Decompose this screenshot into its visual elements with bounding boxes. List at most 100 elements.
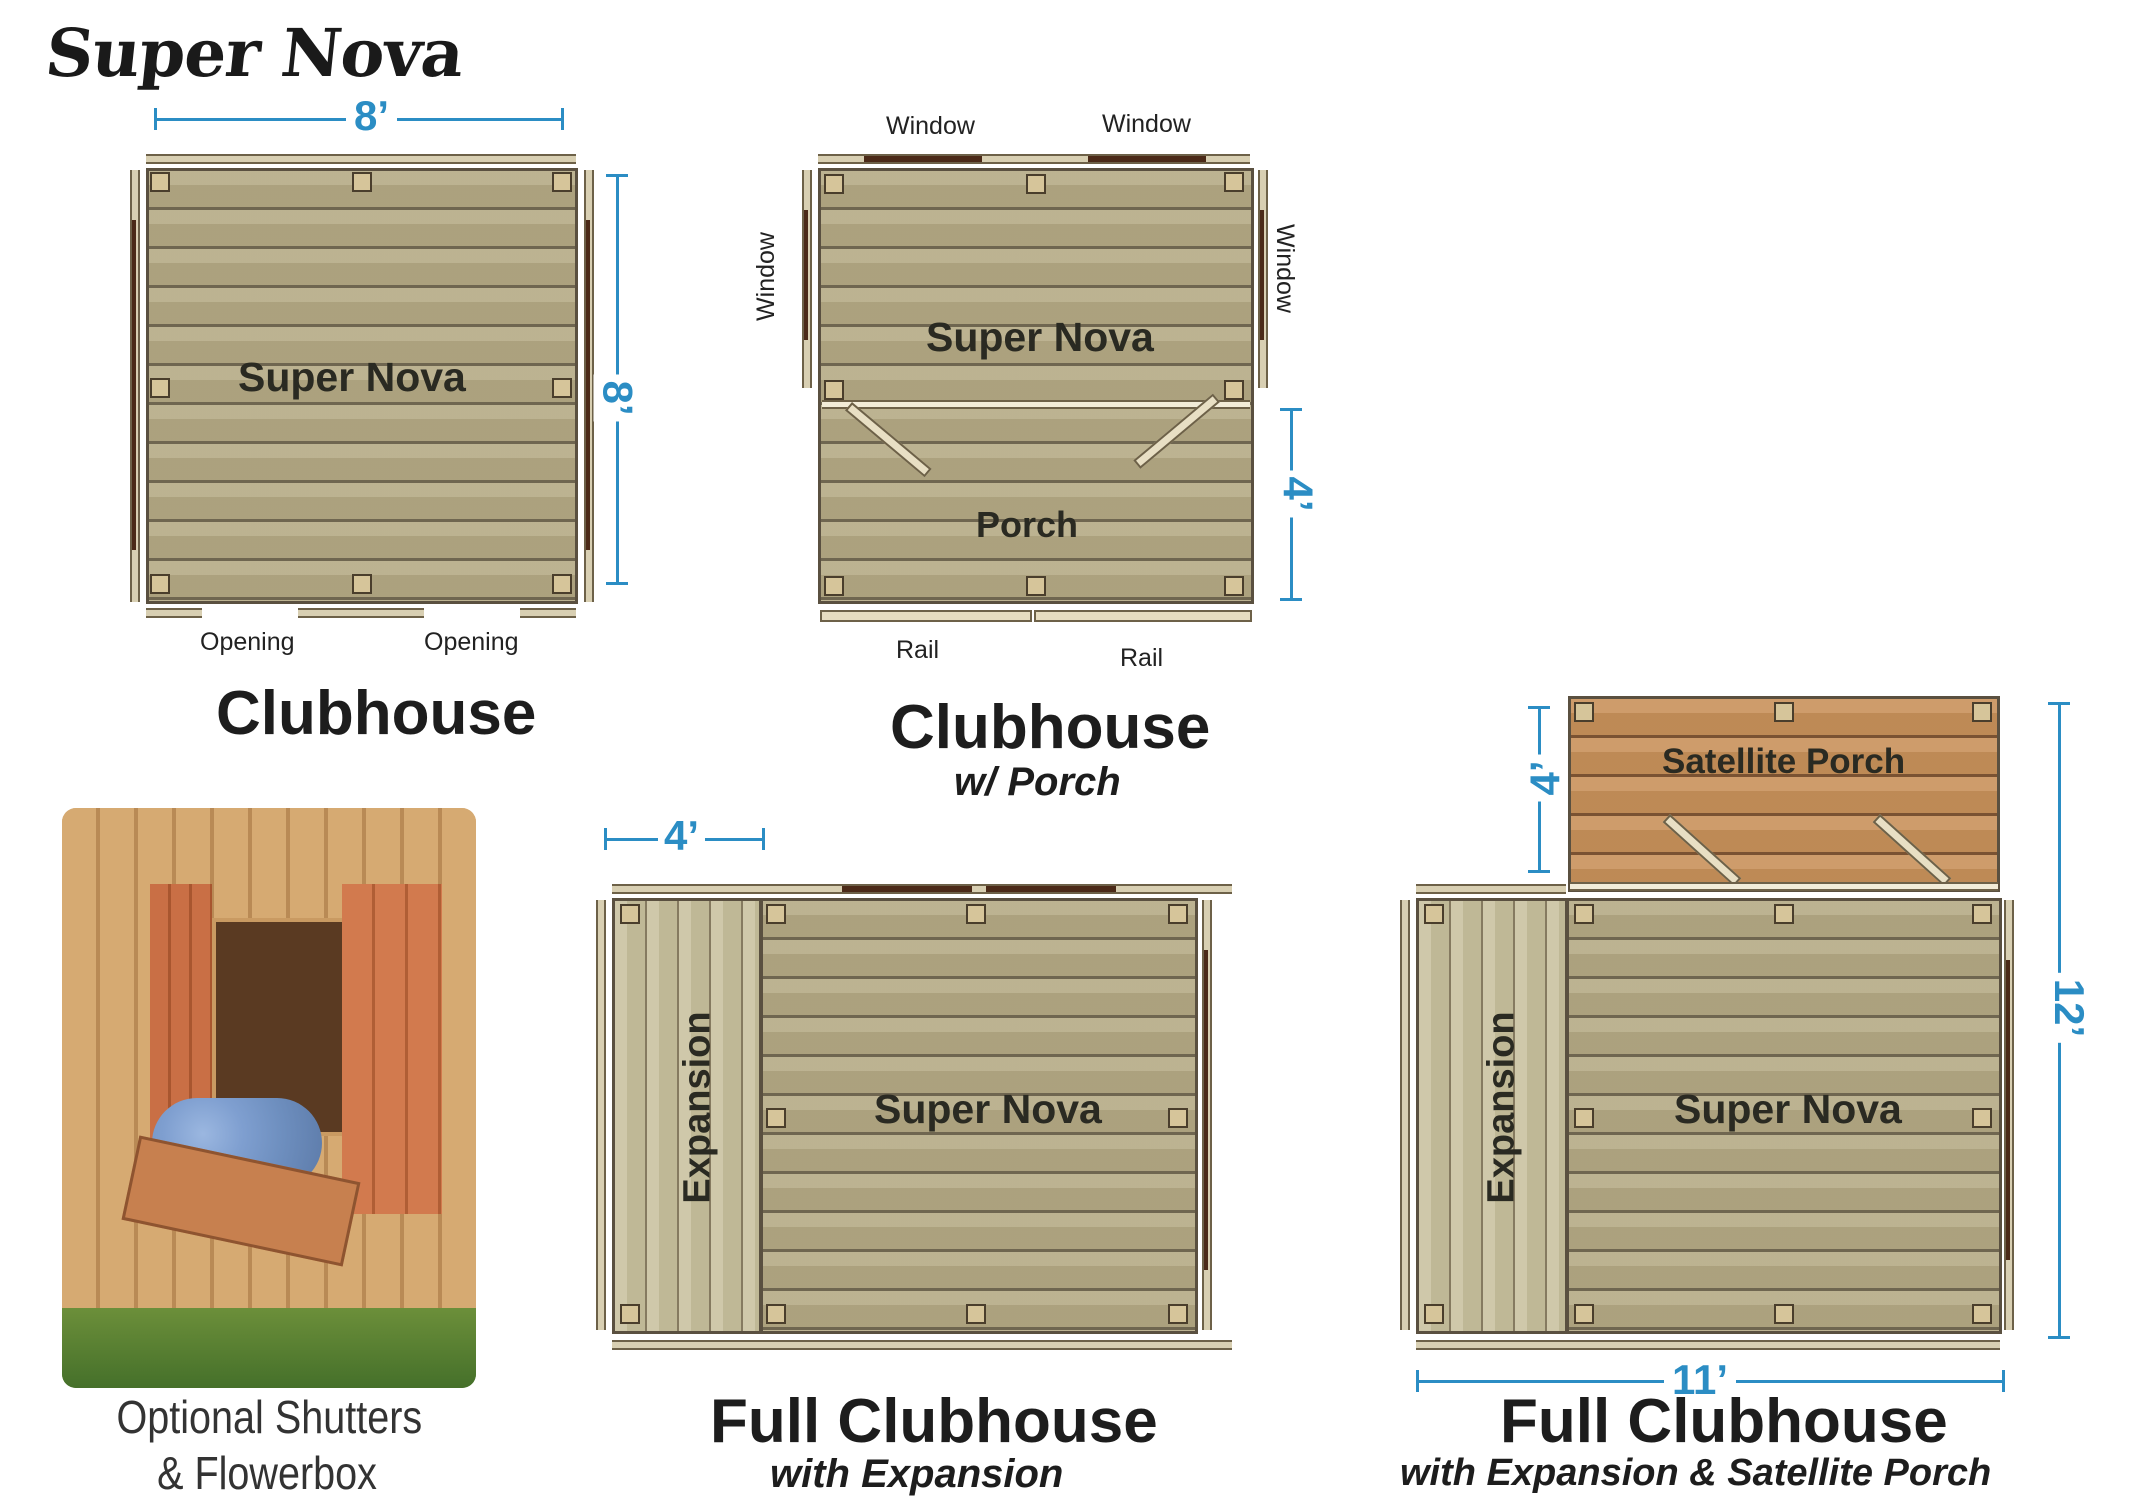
satellite-porch-label: Satellite Porch — [1662, 742, 1906, 781]
wall-left — [596, 900, 606, 1330]
dimension-tick — [606, 582, 628, 585]
dimension-tick — [2048, 702, 2070, 705]
post — [824, 174, 844, 194]
post — [352, 172, 372, 192]
post — [1774, 1304, 1794, 1324]
dimension-tick — [762, 828, 765, 850]
plan-full-expansion-satellite: 4’ Satellite Porch Expansion Super Nova … — [1380, 680, 2156, 1494]
dimension-porch-label: 4’ — [1521, 754, 1570, 802]
post — [1224, 380, 1244, 400]
window-right — [1204, 950, 1208, 1270]
dimension-tick — [561, 108, 564, 130]
window-top — [986, 886, 1116, 892]
opening-gap — [202, 608, 298, 618]
wall-bottom — [1416, 1340, 2000, 1350]
post — [1972, 1304, 1992, 1324]
dimension-tick — [606, 174, 628, 177]
post — [1574, 904, 1594, 924]
post — [1424, 904, 1444, 924]
deck-floor — [146, 168, 578, 604]
photo-caption-line1: Optional Shutters — [116, 1391, 423, 1443]
deck-floor — [760, 898, 1198, 1334]
post — [1574, 702, 1594, 722]
dimension-tick — [1528, 706, 1550, 709]
post — [966, 904, 986, 924]
dimension-tick — [2002, 1370, 2005, 1392]
window-label-right: Window — [1270, 224, 1299, 313]
post — [1026, 174, 1046, 194]
plan-clubhouse-porch: Window Window Window Window Window Super… — [700, 0, 1400, 820]
post — [1168, 904, 1188, 924]
dimension-tick — [2048, 1336, 2070, 1339]
post — [1424, 1304, 1444, 1324]
rail-label: Rail — [896, 636, 940, 664]
window-right — [586, 220, 590, 550]
photo-caption-line2: & Flowerbox — [157, 1447, 377, 1499]
post — [1026, 576, 1046, 596]
post — [1224, 576, 1244, 596]
plan-title: Clubhouse — [890, 693, 1211, 762]
plan-subtitle: with Expansion — [770, 1452, 1064, 1496]
post — [1168, 1108, 1188, 1128]
dimension-height-label: 8’ — [593, 374, 642, 422]
dimension-tick — [1280, 598, 1302, 601]
opening-label: Opening — [424, 628, 519, 656]
wall-top — [1416, 884, 1566, 894]
plan-label: Super Nova — [1674, 1086, 1902, 1132]
wall-top — [818, 154, 1250, 164]
plan-subtitle: w/ Porch — [954, 760, 1121, 804]
plan-label: Super Nova — [238, 354, 466, 400]
post — [1168, 1304, 1188, 1324]
window-label: Window — [1102, 110, 1191, 138]
plan-title: Full Clubhouse — [710, 1387, 1158, 1456]
porch-rail — [1034, 610, 1252, 622]
post — [1774, 904, 1794, 924]
wall-bottom — [146, 608, 576, 618]
plan-label: Super Nova — [874, 1086, 1102, 1132]
window-label: Window — [886, 112, 975, 140]
post — [966, 1304, 986, 1324]
post — [766, 1108, 786, 1128]
post — [620, 904, 640, 924]
rail-label: Rail — [1120, 644, 1164, 672]
post — [1574, 1108, 1594, 1128]
porch-divider — [1570, 882, 1998, 891]
wall-left — [1400, 900, 1410, 1330]
post — [620, 1304, 640, 1324]
shutter-right — [342, 884, 442, 1214]
dimension-tick — [1280, 408, 1302, 411]
deck-floor — [818, 168, 1254, 604]
plan-subtitle: with Expansion & Satellite Porch — [1400, 1452, 1992, 1494]
expansion-label: Expansion — [1480, 1011, 1523, 1204]
window-right — [1260, 210, 1264, 340]
post — [352, 574, 372, 594]
dimension-tick — [1528, 870, 1550, 873]
post — [1224, 172, 1244, 192]
dimension-expansion-label: 4’ — [658, 812, 706, 860]
plan-title: Clubhouse — [216, 679, 537, 748]
dimension-width-label: 11’ — [1664, 1356, 1737, 1404]
post — [552, 378, 572, 398]
post — [1972, 904, 1992, 924]
plan-full-expansion: 4’ Expansion Super Nova Full Clubhouse w… — [580, 800, 1240, 1496]
expansion-label: Expansion — [676, 1011, 719, 1204]
post — [1774, 702, 1794, 722]
wall-bottom — [612, 1340, 1232, 1350]
post — [1574, 1304, 1594, 1324]
shutters-flowerbox-photo — [62, 808, 476, 1388]
post — [766, 904, 786, 924]
porch-divider — [822, 400, 1250, 409]
window-left — [804, 210, 808, 340]
post — [824, 576, 844, 596]
porch-label: Porch — [976, 504, 1079, 545]
post — [552, 574, 572, 594]
window-left — [132, 220, 136, 550]
dimension-tick — [604, 828, 607, 850]
satellite-porch-deck — [1568, 696, 2000, 892]
wall-top — [146, 154, 576, 164]
dimension-tick — [154, 108, 157, 130]
expansion-deck — [1416, 898, 1568, 1334]
plan-label: Super Nova — [926, 314, 1154, 360]
post — [150, 378, 170, 398]
post — [824, 380, 844, 400]
